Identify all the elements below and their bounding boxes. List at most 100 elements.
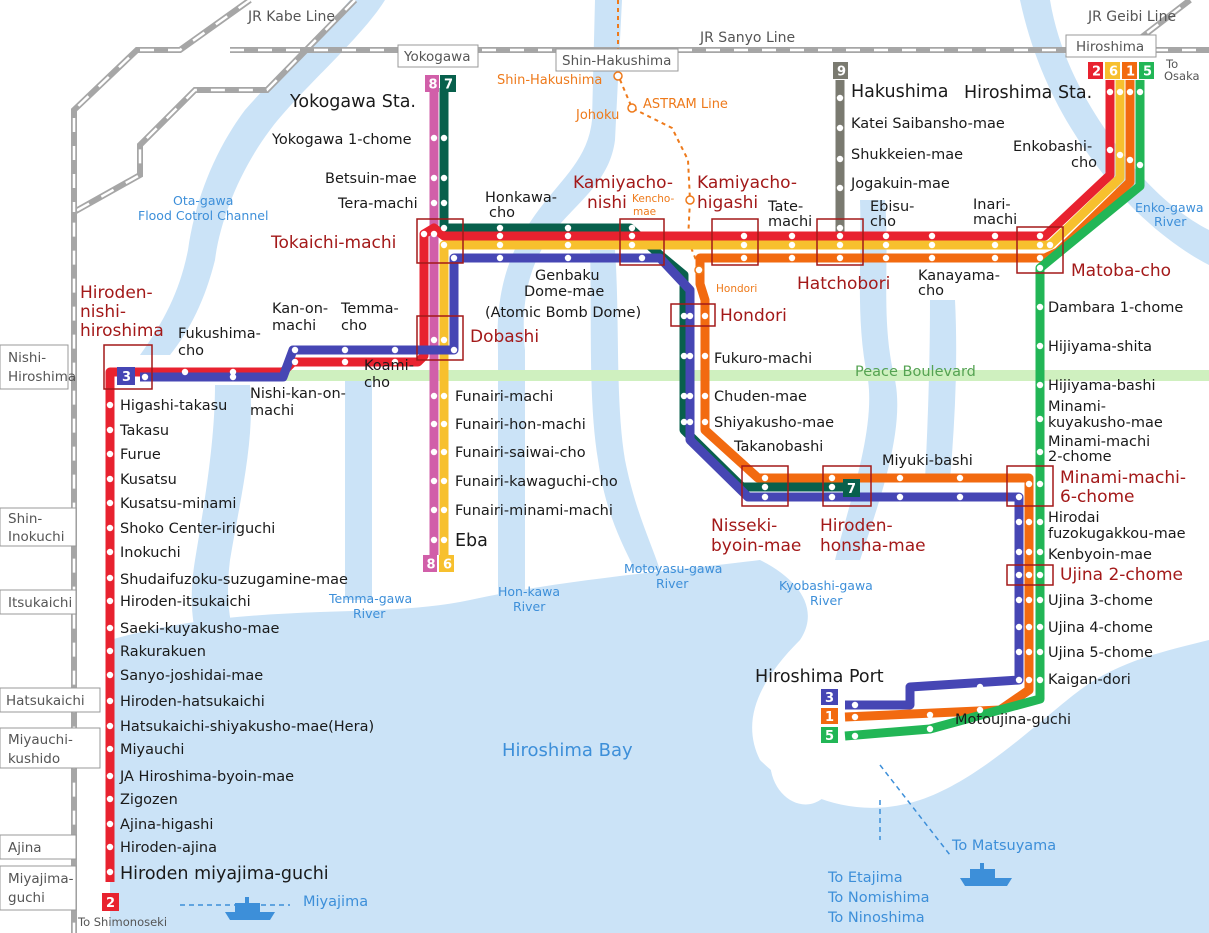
stop-dot — [1036, 596, 1044, 604]
stop-dot — [828, 474, 836, 482]
station-hijiyama-shita: Hijiyama-shita — [1048, 339, 1152, 355]
stop-dot — [106, 772, 114, 780]
stop-dot — [1025, 571, 1033, 579]
river-ota-2: Flood Cotrol Channel — [138, 208, 268, 223]
station-hiroshima-port: Hiroshima Port — [755, 667, 884, 687]
stop-dot — [106, 820, 114, 828]
stop-dot — [1036, 448, 1044, 456]
stop-dot — [440, 134, 448, 142]
stop-dot — [956, 474, 964, 482]
stop-dot — [788, 254, 796, 262]
box-hatchobori — [816, 218, 864, 266]
station-kan-on-machi-1: Kan-on- — [272, 301, 328, 317]
station-nisseki-byoin-mae-2: byoin-mae — [711, 536, 801, 556]
badge-eba-8: 8 — [427, 558, 436, 573]
motoyasu-river — [590, 250, 660, 570]
line-3 — [140, 253, 1024, 710]
station-funairi-machi: Funairi-machi — [455, 389, 553, 405]
stop-dot — [686, 418, 694, 426]
stop-dot — [430, 134, 438, 142]
stop-dot — [564, 254, 572, 262]
stop-dot — [1015, 676, 1023, 684]
stop-dot — [106, 671, 114, 679]
stop-dot — [1025, 676, 1033, 684]
dest-ninoshima: To Ninoshima — [827, 910, 925, 926]
badge-hakushima-9: 9 — [837, 65, 846, 80]
station-ujina-4-chome: Ujina 4-chome — [1048, 620, 1153, 636]
badge-miyajima-2: 2 — [106, 896, 115, 911]
stop-dot — [882, 241, 890, 249]
astram-line-label: ASTRAM Line — [643, 97, 728, 112]
stop-dot — [1036, 623, 1044, 631]
stop-dot — [701, 352, 709, 360]
station-miyauchi: Miyauchi — [120, 742, 184, 758]
astram-shin-hakushima: Shin-Hakushima — [497, 73, 602, 88]
station-minami-kuyakusho-mae-2: kuyakusho-mae — [1048, 415, 1163, 431]
river-motoyasu-1: Motoyasu-gawa — [624, 561, 722, 576]
ferry-matsuyama-icon — [960, 863, 1012, 886]
stop-dot — [1025, 623, 1033, 631]
station-hiroden-miyajima-guchi: Hiroden miyajima-guchi — [120, 864, 329, 884]
stop-dot — [430, 174, 438, 182]
stop-dot — [106, 597, 114, 605]
stop-dot — [106, 401, 114, 409]
stop-dot — [896, 493, 904, 501]
stop-dot — [450, 254, 458, 262]
station-higashi-takasu: Higashi-takasu — [120, 398, 227, 414]
station-dambara-1-chome: Dambara 1-chome — [1048, 300, 1183, 316]
stop-dot — [1015, 571, 1023, 579]
station-kan-on-machi-2: machi — [272, 318, 316, 334]
stop-dot — [440, 420, 448, 428]
station-minami-machi-2-chome-2: 2-chome — [1048, 449, 1112, 465]
badge-nishi-hiroshima-3: 3 — [122, 370, 131, 385]
stop-dot — [564, 241, 572, 249]
jr-itsukaichi: Itsukaichi — [8, 595, 72, 611]
stop-dot — [564, 232, 572, 240]
badge-hiroshima-5: 5 — [1143, 65, 1152, 80]
station-hiroden-nishi-hiroshima-2: nishi- — [80, 302, 126, 322]
station-nishi-kan-on-machi-1: Nishi-kan-on- — [250, 386, 346, 402]
stop-dot — [628, 241, 636, 249]
badge-port-3: 3 — [825, 691, 834, 706]
major-station-labels: Yokogawa Sta. Hakushima Hiroshima Sta. E… — [120, 82, 1092, 884]
stop-dot — [1126, 156, 1134, 164]
station-matoba-cho: Matoba-cho — [1071, 261, 1171, 281]
stop-dot — [1116, 151, 1124, 159]
stop-dot — [496, 254, 504, 262]
stop-dot — [440, 506, 448, 514]
stop-dot — [1036, 571, 1044, 579]
to-osaka-2: Osaka — [1164, 69, 1200, 83]
stop-dot — [1036, 548, 1044, 556]
river-ota-1: Ota-gawa — [173, 193, 233, 208]
station-hondori: Hondori — [720, 306, 787, 326]
stop-dot — [928, 254, 936, 262]
stop-dot — [1036, 518, 1044, 526]
stop-dot — [686, 392, 694, 400]
station-sanyo-joshidai-mae: Sanyo-joshidai-mae — [120, 668, 263, 684]
stop-dot — [836, 224, 844, 232]
station-nishi-kan-on-machi-2: machi — [250, 403, 294, 419]
station-kamiyacho-higashi-2: higashi — [697, 193, 758, 213]
jr-ajina: Ajina — [8, 840, 42, 856]
stop-dot — [686, 312, 694, 320]
stop-dot — [1015, 596, 1023, 604]
jr-nishi-hiroshima-2: Hiroshima — [8, 369, 76, 385]
stop-dot — [141, 373, 149, 381]
station-funairi-saiwai-cho: Funairi-saiwai-cho — [455, 445, 586, 461]
stop-dot — [1036, 676, 1044, 684]
stop-dot — [106, 795, 114, 803]
port-peninsula — [767, 690, 837, 805]
stop-dot — [440, 174, 448, 182]
stop-dot — [836, 254, 844, 262]
stop-dot — [836, 232, 844, 240]
station-ujina-5-chome: Ujina 5-chome — [1048, 645, 1153, 661]
box-kamiyacho-higashi — [711, 218, 759, 266]
jr-miyauchi-2: kushido — [8, 751, 60, 767]
station-honkawa-cho-2: cho — [489, 205, 515, 221]
stop-dot — [229, 368, 237, 376]
stop-dot — [1036, 303, 1044, 311]
line-badges: 8 7 9 2 6 1 5 8 6 3 2 7 3 1 5 — [102, 62, 1154, 911]
stop-dot — [836, 241, 844, 249]
stop-dot — [761, 493, 769, 501]
stop-dot — [106, 499, 114, 507]
